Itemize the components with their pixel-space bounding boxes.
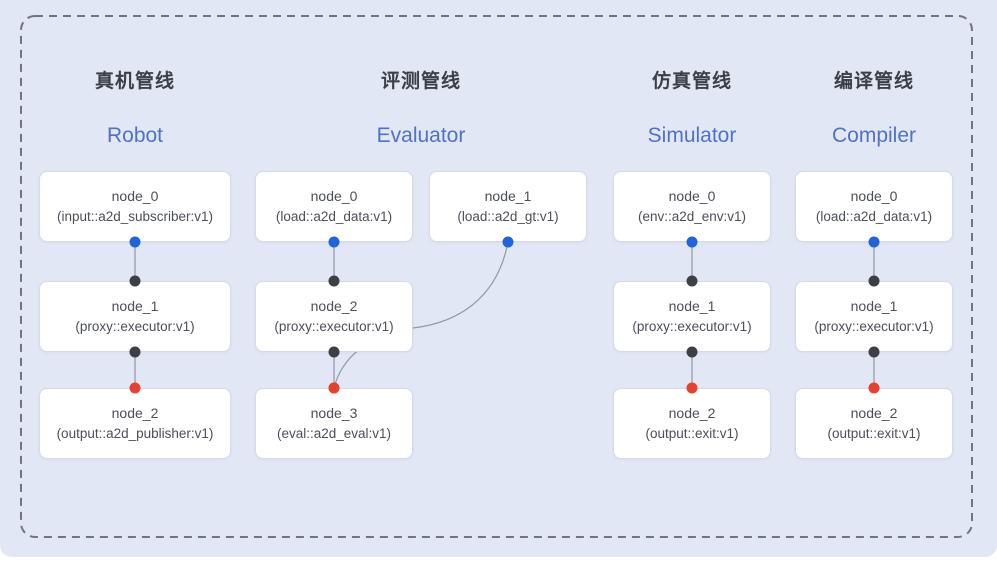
- diagram-background-panel: [0, 0, 997, 557]
